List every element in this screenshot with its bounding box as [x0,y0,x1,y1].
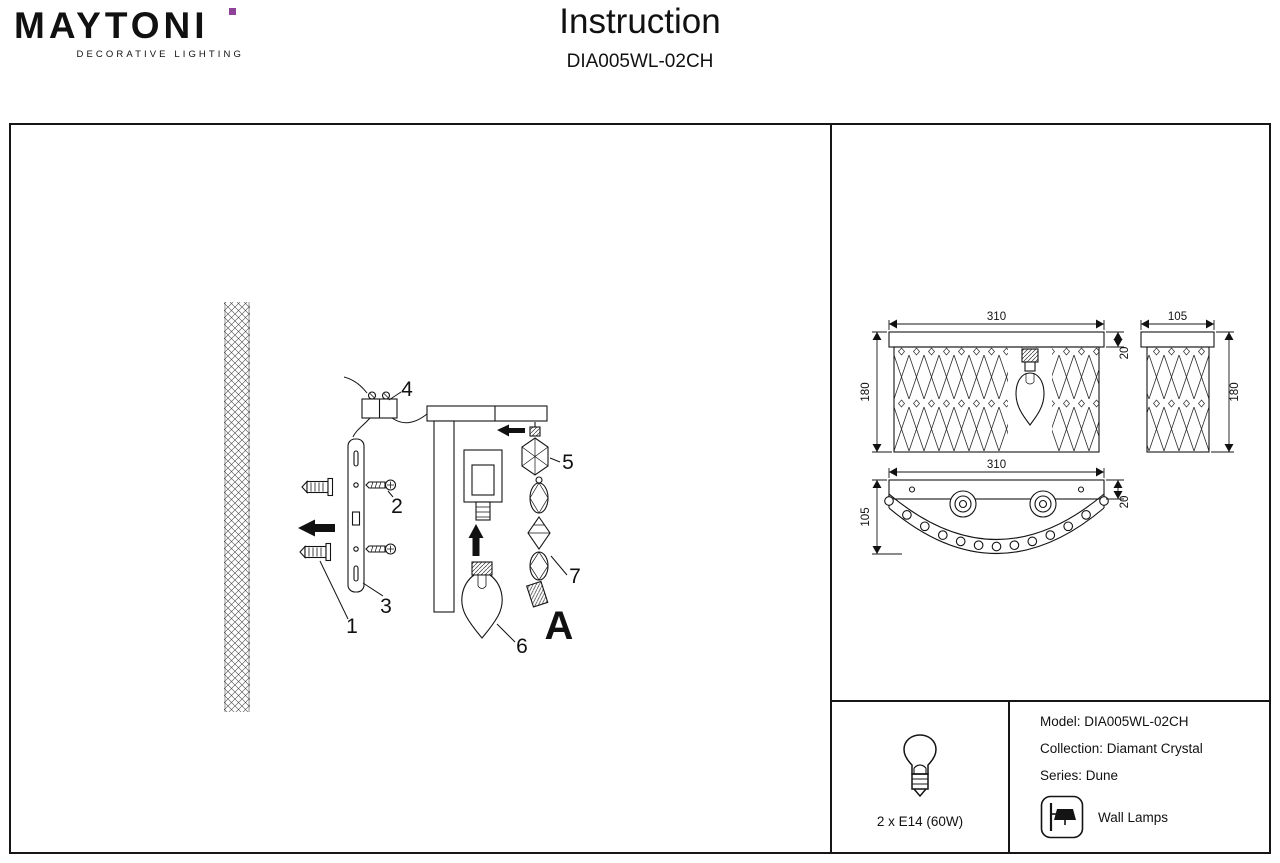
lamp-body [426,405,548,613]
dimension-area: 310 20 180 105 180 310 105 20 [832,125,1269,700]
model-code: DIA005WL-02CH [566,51,714,72]
part-label-4: 4 [401,378,413,401]
dim-plan-depth: 105 [860,507,872,526]
dim-plan-width: 310 [987,459,1006,471]
detail-label-a: A [545,604,574,648]
wall-anchor-top [301,477,334,497]
dim-front-width: 310 [987,311,1006,323]
part-label-2: 2 [391,495,403,518]
content-frame: 1 2 3 4 5 6 7 A [9,123,1271,854]
brand-logo: MAYTONI DECORATIVE LIGHTING [14,5,244,60]
title-block: Instruction DIA005WL-02CH [0,0,1280,73]
installation-panel: 1 2 3 4 5 6 7 A [11,125,830,852]
part-label-6: 6 [516,635,528,658]
dim-side-height: 180 [1229,382,1241,401]
dimension-drawings: 310 20 180 105 180 310 105 20 [860,311,1241,555]
dim-side-width: 105 [1168,311,1187,323]
brand-tagline: DECORATIVE LIGHTING [76,48,244,60]
terminal-block [343,376,428,438]
page-title: Instruction [559,2,721,41]
side-view [1140,331,1215,453]
lamp-type-row: Wall Lamps [1040,795,1269,839]
insert-arrow-up-icon [468,524,484,556]
installation-diagram: 1 2 3 4 5 6 7 A [224,302,581,712]
wall-section [224,302,250,712]
bulb-spec-text: 2 x E14 (60W) [876,814,964,829]
crystal-pendant [521,422,549,476]
part-label-5: 5 [562,451,574,474]
spec-series: Series: Dune [1040,768,1119,783]
part-label-7: 7 [569,565,581,588]
brand-dot-icon [229,8,236,15]
plan-view [884,479,1109,554]
dimension-lines [872,319,1234,555]
specs-panel: 310 20 180 105 180 310 105 20 [832,125,1269,852]
product-info: Model: DIA005WL-02CH Collection: Diamant… [1012,702,1269,852]
mounting-screw-top [365,479,397,491]
front-view [888,331,1105,453]
bulb [461,561,503,639]
mount-arrow-left-icon [298,519,335,537]
spec-area: 2 x E14 (60W) Model: DIA005WL-02CH Colle… [832,700,1269,852]
bulb-spec-cell: 2 x E14 (60W) [832,702,1010,852]
dim-plan-plate: 20 [1119,496,1131,509]
brand-name: MAYTONI [14,5,209,46]
spec-model: Model: DIA005WL-02CH [1040,714,1189,729]
dim-front-height: 180 [860,382,872,401]
attach-arrow-left-icon [497,424,525,437]
spec-collection: Collection: Diamant Crystal [1040,741,1203,756]
leader-lines [319,391,568,643]
spec-type: Wall Lamps [1098,809,1169,825]
part-label-3: 3 [380,595,392,618]
wall-lamp-icon [1040,795,1084,839]
dim-front-plate: 20 [1119,347,1131,360]
part-label-1: 1 [346,615,358,638]
crystal-chain [525,476,551,608]
panel-divider [830,125,832,852]
bulb-icon [903,734,937,798]
wall-anchor-bottom [299,542,332,562]
mounting-bracket [347,438,365,593]
mounting-screw-bottom [365,543,397,555]
